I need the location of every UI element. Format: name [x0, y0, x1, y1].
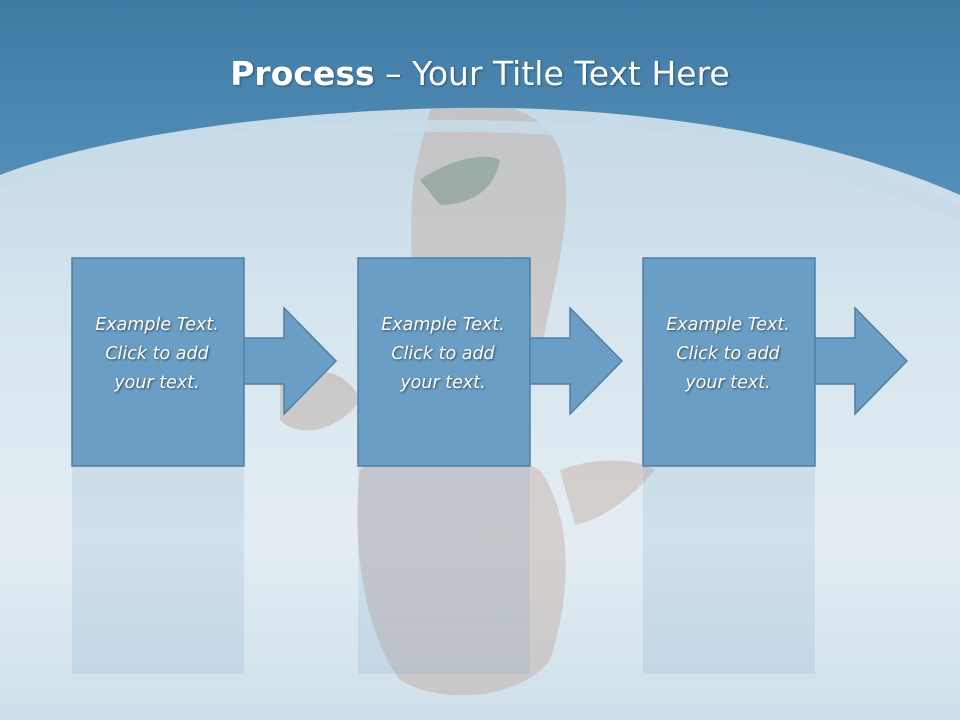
step-line: your text.: [685, 373, 771, 393]
process-step-3[interactable]: Example Text. Click to add your text.: [642, 257, 960, 674]
step-line: your text.: [400, 373, 486, 393]
step-line: Example Text.: [381, 315, 505, 335]
process-arrow-shape: [642, 257, 909, 674]
process-step-1[interactable]: Example Text. Click to add your text.: [71, 257, 411, 674]
process-arrow-shape: [357, 257, 624, 674]
step-line: Example Text.: [666, 315, 790, 335]
step-text[interactable]: Example Text. Click to add your text.: [642, 311, 814, 398]
step-line: Example Text.: [95, 315, 219, 335]
step-line: Click to add: [105, 344, 209, 364]
slide-title[interactable]: Process – Your Title Text Here: [0, 52, 960, 96]
step-line: your text.: [114, 373, 200, 393]
process-step-2[interactable]: Example Text. Click to add your text.: [357, 257, 697, 674]
title-rest-text: – Your Title Text Here: [374, 54, 730, 93]
title-bold-text: Process: [230, 54, 375, 93]
step-text[interactable]: Example Text. Click to add your text.: [357, 311, 529, 398]
step-text[interactable]: Example Text. Click to add your text.: [71, 311, 243, 398]
process-arrow-shape: [71, 257, 338, 674]
step-line: Click to add: [676, 344, 780, 364]
step-line: Click to add: [391, 344, 495, 364]
